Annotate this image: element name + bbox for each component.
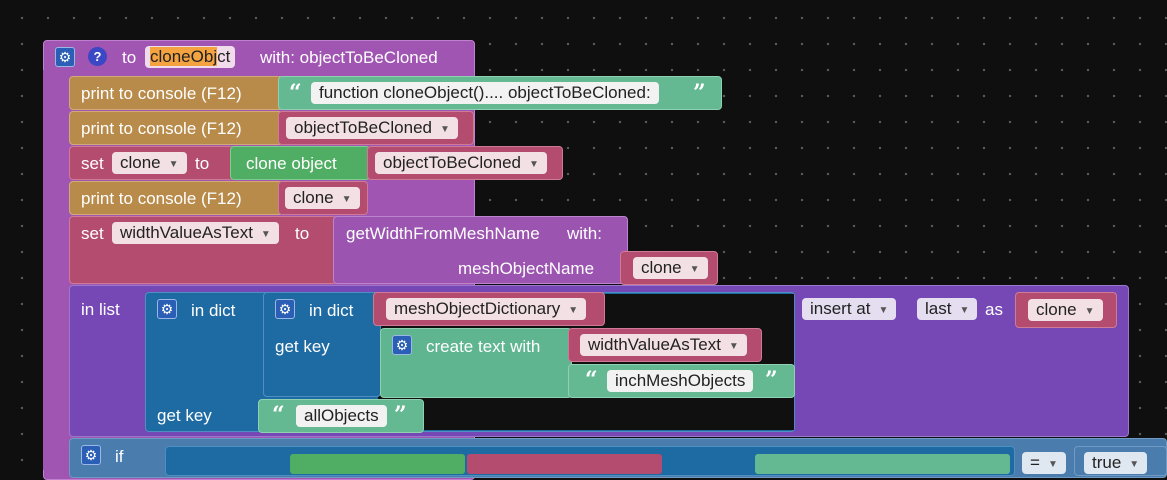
- print-3-var-dropdown[interactable]: clone▼: [285, 187, 360, 209]
- if-gear-icon[interactable]: ⚙: [81, 445, 101, 465]
- set-2-to-label: to: [295, 224, 310, 243]
- close-quote-icon: ”: [394, 402, 407, 428]
- create-text-label: create text with: [426, 337, 541, 356]
- dropdown-arrow-icon: ▼: [959, 305, 970, 316]
- in-dict-2-label: in dict: [309, 301, 354, 320]
- get-key-1-label: get key: [275, 337, 330, 356]
- in-dict-1-label: in dict: [191, 301, 236, 320]
- print-block-1[interactable]: [69, 76, 283, 110]
- print-block-3[interactable]: [69, 181, 283, 215]
- get-key-2-label: get key: [157, 406, 212, 425]
- print-block-2[interactable]: [69, 111, 283, 145]
- text-item-1-dropdown[interactable]: widthValueAsText▼: [580, 334, 747, 356]
- dropdown-arrow-icon: ▼: [168, 159, 179, 170]
- text-item-2-value[interactable]: inchMeshObjects: [607, 370, 754, 392]
- open-quote-icon: “: [289, 80, 302, 106]
- insert-at-dropdown[interactable]: insert at▼: [802, 298, 897, 320]
- all-objects-value[interactable]: allObjects: [296, 405, 387, 427]
- getwidth-with-label: with:: [567, 224, 602, 243]
- dropdown-arrow-icon: ▼: [528, 159, 539, 170]
- open-quote-icon: “: [585, 367, 598, 393]
- print-1-string-value[interactable]: function cloneObject().... objectToBeClo…: [311, 82, 659, 104]
- set-1-to-label: to: [195, 154, 210, 173]
- procedure-name-highlight: cloneObj: [150, 47, 218, 66]
- close-quote-icon: ”: [765, 367, 778, 393]
- dropdown-arrow-icon: ▼: [1084, 306, 1095, 317]
- help-icon[interactable]: ?: [88, 47, 107, 66]
- procedure-left-spine: [43, 70, 70, 470]
- dropdown-arrow-icon: ▼: [689, 264, 700, 275]
- set-1-label: set: [81, 154, 104, 173]
- if-condition-inner-text: [755, 454, 1010, 474]
- getwidth-call-block[interactable]: [333, 216, 628, 284]
- dropdown-arrow-icon: ▼: [260, 229, 271, 240]
- procedure-with-label: with: objectToBeCloned: [260, 48, 438, 67]
- print-1-label: print to console (F12): [81, 84, 242, 103]
- meshobjectname-var-dropdown[interactable]: clone▼: [633, 257, 708, 279]
- clone-object-arg-dropdown[interactable]: objectToBeCloned▼: [375, 152, 547, 174]
- if-condition-inner-var: [467, 454, 662, 474]
- eq-operator-dropdown[interactable]: =▼: [1022, 452, 1066, 474]
- clone-object-label: clone object: [246, 154, 337, 173]
- set-1-var-dropdown[interactable]: clone▼: [112, 152, 187, 174]
- in-dict-2-gear-icon[interactable]: ⚙: [275, 299, 295, 319]
- clone-object-block[interactable]: [230, 146, 370, 180]
- dict-var-dropdown[interactable]: meshObjectDictionary▼: [386, 298, 587, 320]
- create-text-block[interactable]: [380, 328, 572, 398]
- print-2-label: print to console (F12): [81, 119, 242, 138]
- dropdown-arrow-icon: ▼: [439, 124, 450, 135]
- set-2-var-dropdown[interactable]: widthValueAsText▼: [112, 222, 279, 244]
- in-list-label: in list: [81, 300, 120, 319]
- procedure-name-rest: ct: [217, 47, 231, 66]
- print-2-var-dropdown[interactable]: objectToBeCloned▼: [286, 117, 458, 139]
- print-3-label: print to console (F12): [81, 189, 242, 208]
- in-dict-1-gear-icon[interactable]: ⚙: [157, 299, 177, 319]
- dropdown-arrow-icon: ▼: [878, 305, 889, 316]
- dropdown-arrow-icon: ▼: [568, 305, 579, 316]
- last-dropdown[interactable]: last▼: [917, 298, 978, 320]
- procedure-name-field[interactable]: cloneObjct: [145, 46, 236, 68]
- close-quote-icon: ”: [693, 80, 706, 106]
- dropdown-arrow-icon: ▼: [728, 341, 739, 352]
- if-label: if: [115, 447, 124, 466]
- if-condition-inner-green: [290, 454, 465, 474]
- procedure-gear-icon[interactable]: ⚙: [55, 47, 75, 67]
- create-text-gear-icon[interactable]: ⚙: [392, 335, 412, 355]
- true-dropdown[interactable]: true▼: [1084, 452, 1148, 474]
- set-2-label: set: [81, 224, 104, 243]
- as-label: as: [985, 300, 1003, 319]
- getwidth-label: getWidthFromMeshName: [346, 224, 540, 243]
- meshobjectname-label: meshObjectName: [458, 259, 595, 278]
- procedure-to-label: to: [122, 48, 137, 67]
- dropdown-arrow-icon: ▼: [341, 194, 352, 205]
- insert-value-dropdown[interactable]: clone▼: [1028, 299, 1103, 321]
- open-quote-icon: “: [272, 402, 285, 428]
